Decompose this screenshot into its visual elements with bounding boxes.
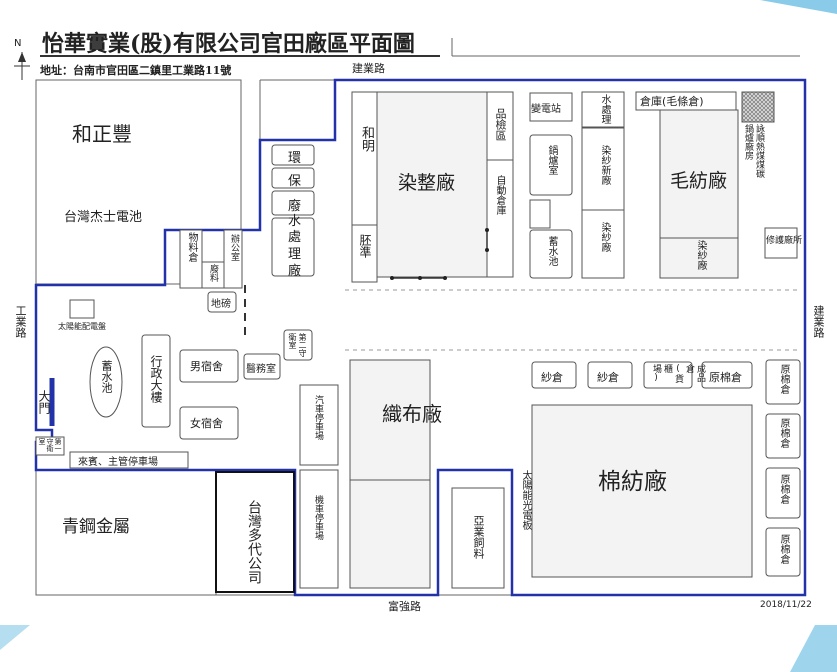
weaving-label: 織布廠 [382,402,442,426]
env-6: 理 [288,247,302,262]
qinggang-label: 青鋼金屬 [62,517,130,537]
hemin-label: 和明 [359,126,374,152]
raw-cotton-2: 原棉倉 [778,418,789,448]
address-text: 地址：台南市官田區二鎮里工業路11號 [40,64,232,77]
boiler-label: 鍋爐室 [546,145,557,175]
pump-label: 地磅 [211,299,231,310]
coal-boiler-label: 詠順熱煤煤碳鍋爐廠房 [743,124,764,178]
pond-label: 蓄水池 [100,360,113,393]
guard1-label: 第一守衛室 [38,438,62,452]
office-old-label: 辦公室 [229,234,239,261]
security2-label: 第二守衛室 [288,333,307,357]
hezheng-plot [35,79,242,285]
plan-date: 2018/11/22 [760,600,812,610]
solar-label: 太陽能配電盤 [58,322,106,331]
auto-warehouse-label: 自動倉庫 [494,175,505,215]
warehouse-wool-label: 倉庫(毛條倉) [640,95,704,108]
env-4: 水 [288,214,302,229]
raw-cotton-4: 原棉倉 [778,534,789,564]
yarn2-label: 紗倉 [597,371,619,384]
scrap-label: 廢料 [208,264,218,282]
road-left: 工業路 [14,305,27,338]
car-parking-label: 汽車停車場 [313,395,323,440]
yarn1-label: 紗倉 [541,371,563,384]
taiwan-duodai-label: 台灣多代公司 [246,500,262,584]
storage-pond-label: 蓄水池 [546,236,557,266]
maintenance-label: 修護廠所 [766,236,803,246]
corner-accent-top [760,0,837,14]
road-top: 建業路 [352,62,385,75]
env-2: 保 [288,174,302,189]
admin-label: 行政大樓 [149,355,163,403]
materials-label: 物料倉 [186,232,197,262]
taiwan-battery-label: 台灣杰士電池 [64,210,143,225]
wool-dye-label: 染紗廠 [695,240,706,270]
hezheng-label: 和正豐 [72,122,132,146]
new-spinning-label: 染紗新廠 [599,145,610,185]
clinic-label: 醫務室 [246,364,276,375]
north-label: N [14,38,22,49]
male-dorm-label: 男宿舍 [190,360,223,373]
cotton-spinning-factory [531,404,753,578]
quality-label: 品檢區 [494,108,507,141]
road-right: 建業路 [812,305,825,338]
cotton-spinning-label: 棉紡廠 [598,469,667,495]
raw-cotton-1: 原棉倉 [778,364,789,394]
dyeing-label: 染整廠 [398,172,456,194]
env-3: 廢 [288,199,302,214]
corner-accent-right [790,625,837,672]
env-7: 廠 [288,264,302,279]
wool-spinning-label: 毛紡廠 [670,170,728,192]
road-bottom: 富強路 [388,600,421,613]
env-1: 環 [288,151,302,166]
solar-panel-label: 太陽能光電板 [520,470,531,530]
wool-spinning-factory [659,109,739,279]
female-dorm-label: 女宿舍 [190,417,223,430]
gate-label: 大門 [37,390,51,414]
coal-boiler-hatch [741,91,775,123]
raw-cotton-3: 原棉倉 [778,474,789,504]
water-treatment-label: 水處理 [599,94,610,124]
cotton-raw-label: 原棉倉 [709,371,742,384]
substation-label: 變電站 [531,104,561,115]
env-5: 處 [288,230,302,245]
page-title: 怡華實業(股)有限公司官田廠區平面圖 [42,31,415,57]
corner-accent-left [0,625,30,650]
spinning-label: 染紗廠 [599,222,610,252]
guest-parking-label: 來賓、主管停車場 [78,457,158,468]
finished-label: 成品倉(貨櫃場) [651,364,705,383]
peizhun-label: 胚準 [358,234,372,258]
moto-parking-label: 機車停車場 [313,495,323,540]
asia-fuel-label: 亞業飼料 [472,515,485,559]
